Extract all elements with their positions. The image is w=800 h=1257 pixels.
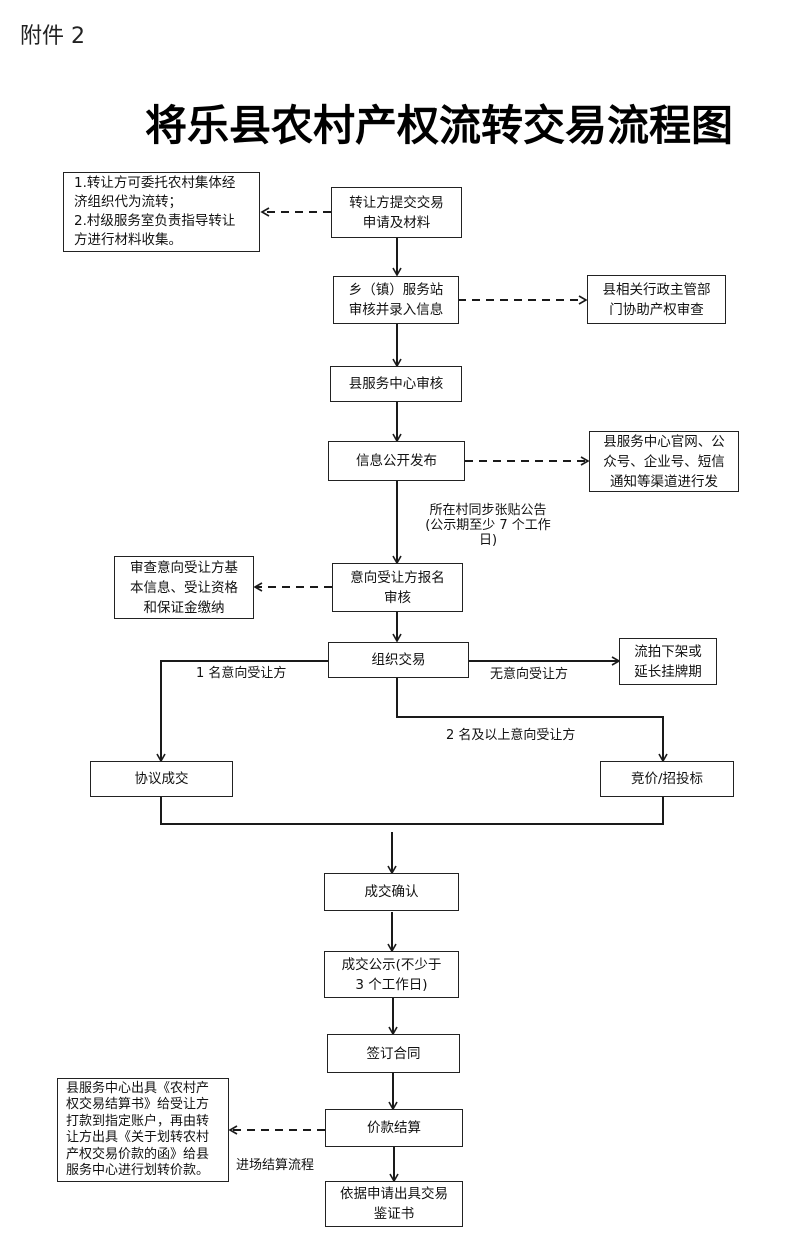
edge-label-village-posting: 所在村同步张贴公告 (公示期至少 7 个工作 日) [425, 503, 551, 548]
step-submit-application: 转让方提交交易 申请及材料 [331, 187, 462, 238]
step-township-review: 乡（镇）服务站 审核并录入信息 [333, 276, 459, 324]
note-settlement-process: 县服务中心出具《农村产 权交易结算书》给受让方 打款到指定账户，再由转 让方出具… [57, 1078, 229, 1182]
step-issue-certificate: 依据申请出具交易 鉴证书 [325, 1181, 463, 1227]
merge-line [160, 797, 664, 825]
edge-label-multi-bidder: 2 名及以上意向受让方 [446, 728, 576, 743]
step-publish-info: 信息公开发布 [328, 441, 465, 481]
note-admin-review: 县相关行政主管部 门协助产权审查 [587, 275, 726, 324]
edge-label-no-bidder: 无意向受让方 [490, 667, 569, 682]
note-publish-channels: 县服务中心官网、公 众号、企业号、短信 通知等渠道进行发 [589, 431, 739, 492]
note-bidder-review: 审查意向受让方基 本信息、受让资格 和保证金缴纳 [114, 556, 254, 619]
edge-label-one-bidder: 1 名意向受让方 [196, 666, 287, 681]
arrow-one-bidder [156, 660, 329, 763]
flowchart-title: 将乐县农村产权流转交易流程图 [144, 101, 733, 150]
step-deal-confirmation: 成交确认 [324, 873, 459, 911]
note-submit-guidance: 1.转让方可委托农村集体经 济组织代为流转； 2.村级服务室负责指导转让 方进行… [63, 172, 260, 252]
attachment-label: 附件 2 [20, 24, 85, 49]
step-county-review: 县服务中心审核 [330, 366, 462, 402]
arrow-multi-bidder [396, 678, 668, 763]
edge-label-settlement-flow: 进场结算流程 [236, 1158, 315, 1173]
step-organize-trade: 组织交易 [328, 642, 469, 678]
step-bidder-registration: 意向受让方报名 审核 [332, 563, 463, 612]
note-no-bidder-outcome: 流拍下架或 延长挂牌期 [619, 638, 717, 685]
step-sign-contract: 签订合同 [327, 1034, 460, 1073]
step-agreement-deal: 协议成交 [90, 761, 233, 797]
step-payment-settlement: 价款结算 [325, 1109, 463, 1147]
step-bidding: 竞价/招投标 [600, 761, 734, 797]
step-deal-announcement: 成交公示(不少于 3 个工作日) [324, 951, 459, 998]
